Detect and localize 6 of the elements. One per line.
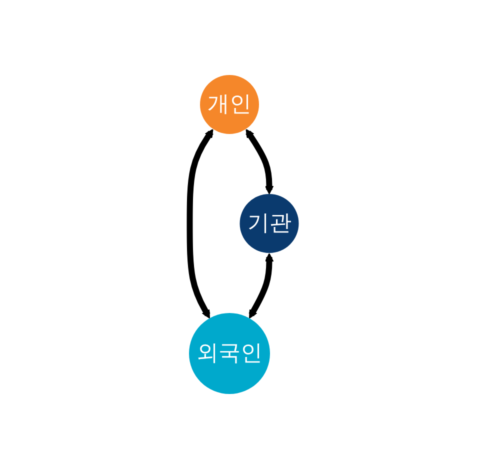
arrow xyxy=(186,128,214,319)
node-circle: 기관 xyxy=(240,194,299,253)
arrow xyxy=(246,128,274,194)
node-circle: 개인 xyxy=(200,75,260,134)
node-circle: 외국인 xyxy=(189,313,270,394)
arrow xyxy=(248,253,274,319)
